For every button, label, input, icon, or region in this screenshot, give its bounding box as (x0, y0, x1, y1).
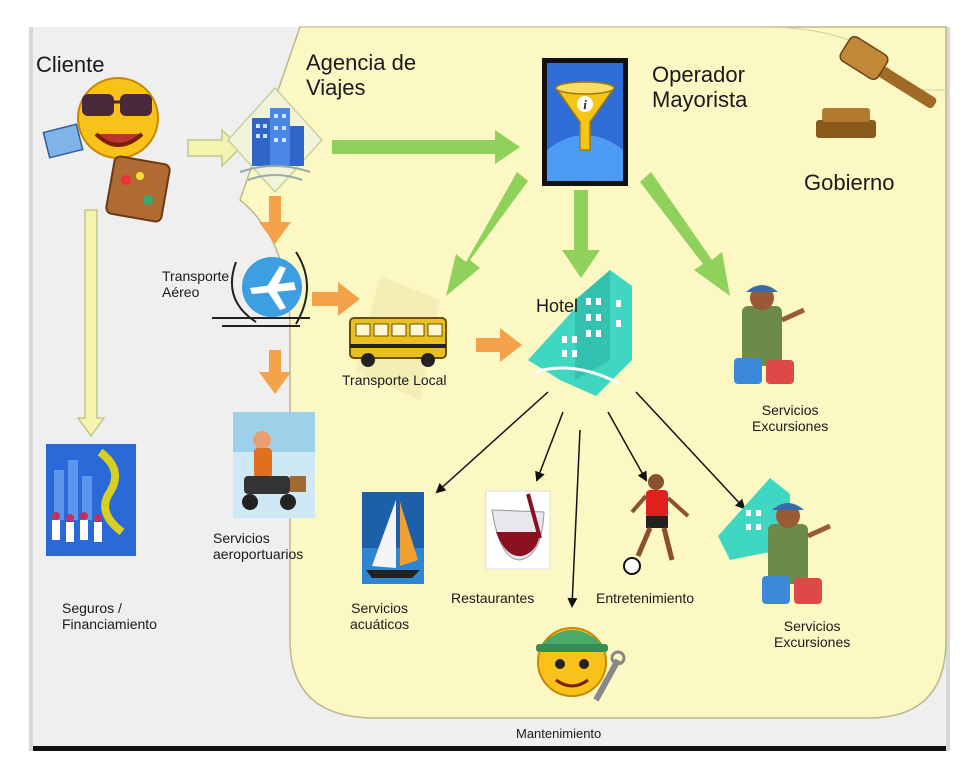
airplane-icon (212, 251, 310, 327)
bottom-bar (33, 746, 946, 751)
local-to-hotel-arrow (476, 328, 522, 362)
hotel-to-excursiones-arrow (635, 391, 746, 510)
hotel-icon (528, 270, 632, 396)
tour-guide-icon (734, 285, 806, 384)
hotel-to-entretenimiento-arrow (607, 411, 647, 482)
aereo-to-local-arrow (312, 282, 360, 316)
operador-to-hotel-arrow (562, 190, 600, 278)
bus-icon (349, 276, 447, 400)
hotel-to-restaurantes-arrow (535, 411, 564, 482)
operador-label: Operador Mayorista (652, 62, 748, 113)
finance-chart-icon (46, 444, 136, 556)
transporte-local-label: Transporte Local (342, 372, 447, 388)
funnel-info-icon: i (542, 58, 628, 186)
servicios-aeroportuarios-label: Servicios aeroportuarios (213, 530, 304, 563)
mechanic-smiley-icon (536, 627, 626, 702)
gavel-icon (816, 35, 937, 138)
cliente-to-seguros-arrow (76, 209, 106, 438)
sailboat-icon (362, 492, 424, 584)
servicios-excursiones-2-label: Servicios Excursiones (774, 618, 851, 651)
seguros-label: Seguros / Financiamiento (62, 600, 157, 633)
smiley-traveler-icon (42, 77, 171, 223)
gobierno-label: Gobierno (804, 170, 895, 195)
entretenimiento-label: Entretenimiento (596, 590, 695, 606)
tour-guide-icon-2 (718, 478, 832, 604)
building-icon (226, 86, 324, 194)
agencia-to-aereo-arrow (259, 196, 291, 244)
aereo-to-aeroportuarios-arrow (259, 350, 291, 394)
hotel-to-mantenimiento-arrow (567, 429, 581, 608)
hotel-to-acuaticos-arrow (435, 391, 549, 494)
agencia-to-operador-arrow (332, 130, 520, 164)
transporte-aereo-label: Transporte Aéreo (162, 268, 230, 301)
soccer-player-icon (623, 474, 690, 575)
hotel-label: Hotel (536, 296, 579, 316)
cliente-to-agencia-arrow (187, 128, 242, 168)
frame-left-edge (29, 27, 33, 751)
restaurantes-label: Restaurantes (451, 590, 535, 606)
operador-to-transporte-local-arrow (446, 172, 528, 296)
mantenimiento-label: Mantenimiento (516, 726, 602, 741)
agencia-label: Agencia de Viajes (306, 50, 417, 101)
svg-text:i: i (583, 97, 587, 112)
servicios-acuaticos-label: Servicios acuáticos (350, 600, 410, 633)
wheelchair-cart-icon (233, 412, 315, 518)
cliente-label: Cliente (36, 52, 105, 77)
frame-right-edge (946, 27, 950, 751)
operador-to-excursiones-arrow (640, 172, 730, 296)
wine-glass-icon (485, 490, 551, 570)
servicios-excursiones-1-label: Servicios Excursiones (752, 402, 829, 435)
